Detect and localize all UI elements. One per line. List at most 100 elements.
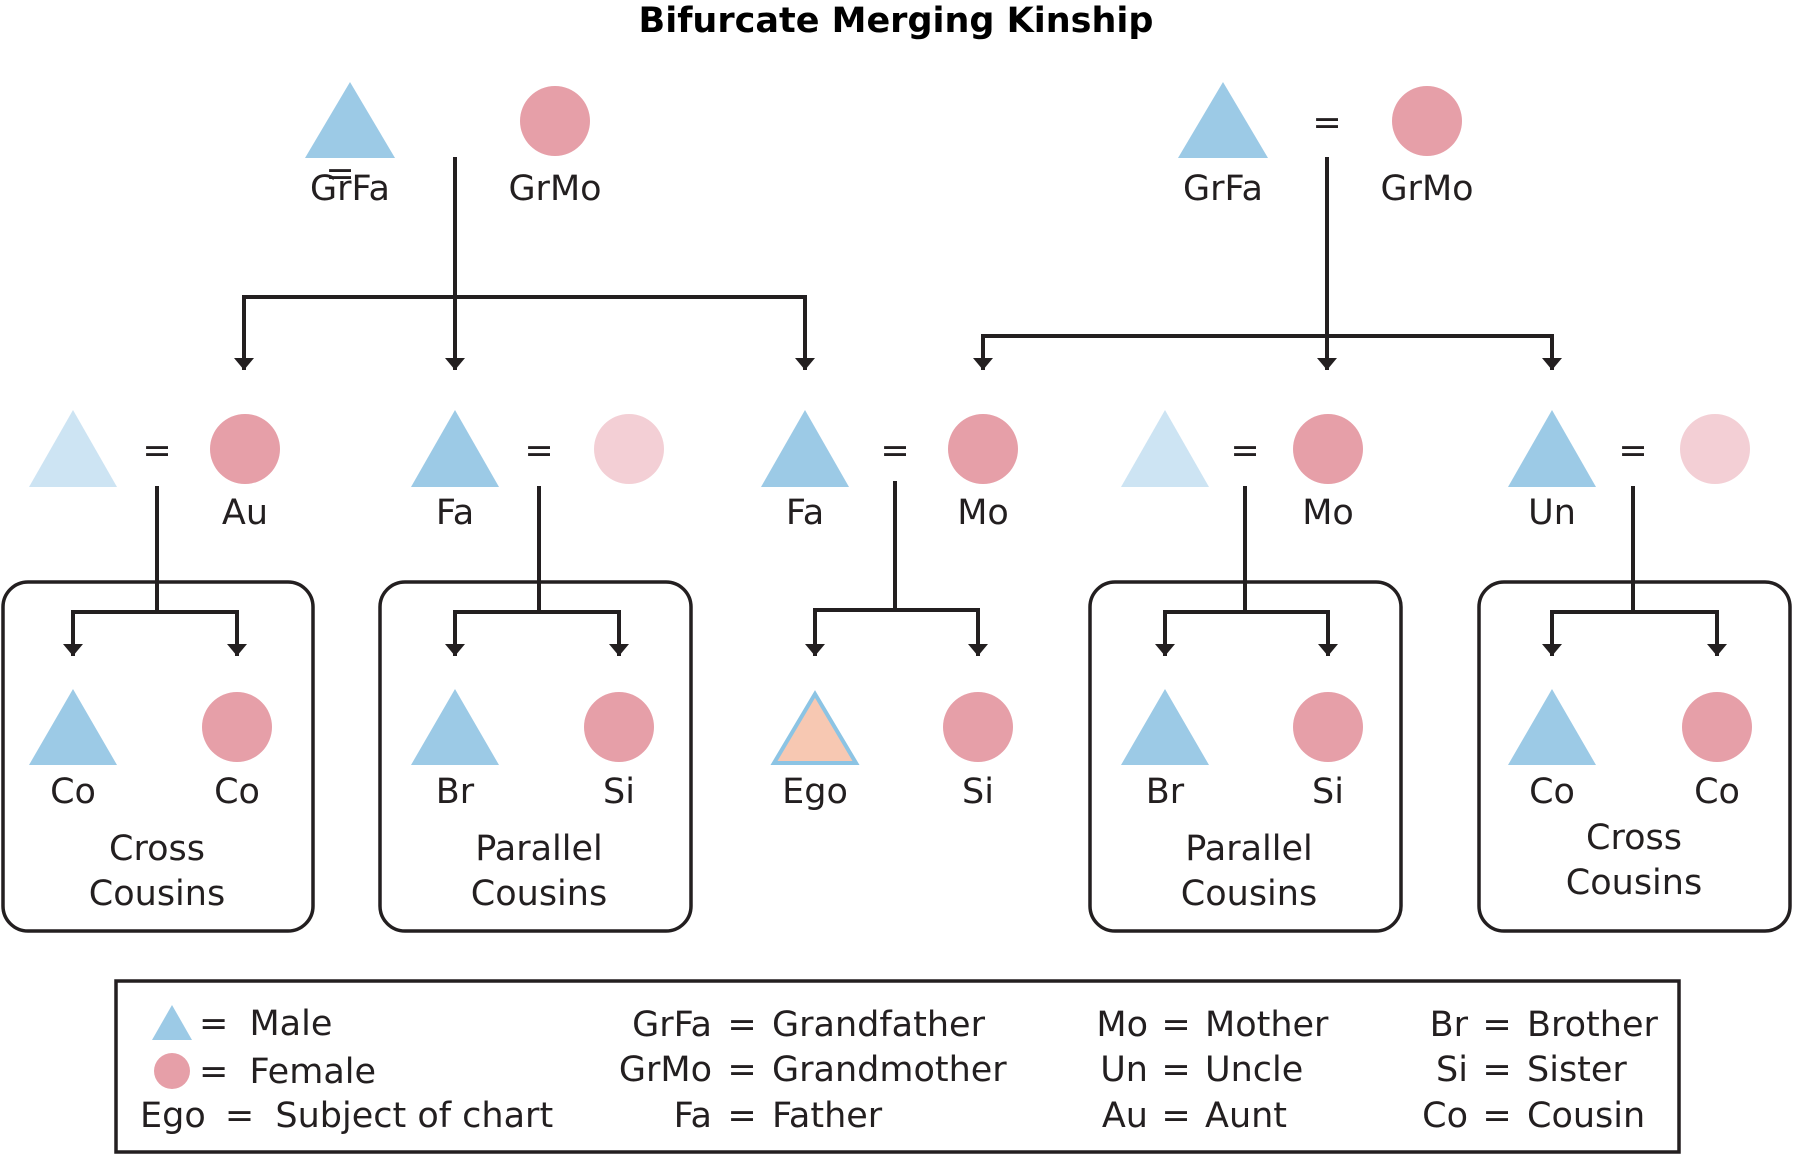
cousin-3-triangle-icon (1508, 689, 1596, 765)
legend-col1-row3-equals: = (225, 1096, 254, 1136)
label-mother-right: Mo (1302, 493, 1354, 533)
legend-col2-row1-key: GrFa (632, 1005, 712, 1045)
legend-col4-row2-equals: = (1482, 1050, 1511, 1090)
legend-col2-row1-value: Grandfather (772, 1005, 986, 1045)
legend-col3-row2-equals: = (1161, 1050, 1190, 1090)
legend-col2-row3-value: Father (772, 1096, 883, 1136)
group-1-label-line2: Cousins (89, 874, 225, 914)
label-child-g4-male: Br (1146, 772, 1185, 812)
label-father-ego: Fa (786, 493, 824, 533)
legend-col4-row2-key: Si (1436, 1050, 1468, 1090)
label-child-g5-male: Co (1529, 772, 1575, 812)
legend-col4-row1-value: Brother (1527, 1005, 1658, 1045)
legend-col2-row3-equals: = (727, 1096, 756, 1136)
mother-ego-circle-icon (948, 414, 1018, 484)
label-ego-sister: Si (962, 772, 994, 812)
parent-equals-signs: = = = = = (142, 431, 1647, 471)
group-5-label-line1: Cross (1586, 818, 1682, 858)
aunt-circle-icon (210, 414, 280, 484)
legend-col4-row1-key: Br (1430, 1005, 1469, 1045)
grandparents-left-equals: = (325, 154, 354, 194)
diagram-title: Bifurcate Merging Kinship (639, 1, 1154, 41)
label-grfa-right: GrFa (1183, 169, 1263, 209)
father-left-triangle-icon (411, 410, 499, 487)
legend-col4-row3-key: Co (1422, 1096, 1468, 1136)
equals-couple-5: = (1618, 431, 1647, 471)
aunt-spouse-triangle-icon (29, 410, 117, 487)
legend-col4-row1-equals: = (1482, 1005, 1511, 1045)
equals-couple-1: = (142, 431, 171, 471)
grandparents-right-equals: = (1312, 103, 1341, 143)
grandfather-left-triangle-icon (305, 82, 395, 158)
legend-col4-row3-equals: = (1482, 1096, 1511, 1136)
legend-col2-row2-value: Grandmother (772, 1050, 1007, 1090)
label-uncle: Un (1528, 493, 1576, 533)
grandfather-right-triangle-icon (1178, 82, 1268, 158)
legend-col3-row3-value: Aunt (1205, 1096, 1287, 1136)
equals-couple-2: = (524, 431, 553, 471)
sister-left-circle-icon (584, 692, 654, 762)
legend-col1-row1-equals: = (199, 1004, 228, 1044)
legend-female-value: Female (249, 1052, 376, 1092)
group-box-2 (378, 580, 693, 933)
legend-male-value: Male (249, 1004, 332, 1044)
brother-right-triangle-icon (1121, 689, 1209, 765)
legend-col2-row2-key: GrMo (619, 1050, 712, 1090)
legend-col1-row2-equals: = (199, 1052, 228, 1092)
label-grfa-left: GrFa (310, 169, 390, 209)
label-ego: Ego (782, 772, 848, 812)
legend-male-triangle-icon (152, 1005, 192, 1040)
brother-left-triangle-icon (411, 689, 499, 765)
legend-col4-row2-value: Sister (1527, 1050, 1627, 1090)
group-1-label-line1: Cross (109, 829, 205, 869)
equals-couple-4: = (1230, 431, 1259, 471)
mother-right-circle-icon (1293, 414, 1363, 484)
uncle-triangle-icon (1508, 410, 1596, 487)
legend-ego-key: Ego (140, 1096, 206, 1136)
group-2-label-line1: Parallel (475, 829, 603, 869)
ego-sister-circle-icon (943, 692, 1013, 762)
label-child-g1-male: Co (50, 772, 96, 812)
label-child-g1-female: Co (214, 772, 260, 812)
uncle-spouse-circle-icon (1680, 414, 1750, 484)
label-father-left: Fa (436, 493, 474, 533)
legend-col3-row2-key: Un (1100, 1050, 1148, 1090)
legend-col2-row3-key: Fa (674, 1096, 712, 1136)
child-descent-lines (63, 481, 1727, 656)
legend-col3-row1-equals: = (1161, 1005, 1190, 1045)
legend-col1-row1: = Male (199, 1004, 332, 1044)
legend-col4-row3-value: Cousin (1527, 1096, 1645, 1136)
legend-col3-row1-value: Mother (1205, 1005, 1329, 1045)
legend-col1-row3: Ego = Subject of chart (140, 1096, 553, 1136)
legend-col3: Mo = Mother Un = Uncle Au = Aunt (1096, 1005, 1329, 1136)
equals-couple-3: = (880, 431, 909, 471)
label-mother-ego: Mo (957, 493, 1009, 533)
ego-triangle-icon (770, 690, 860, 765)
group-2-label-line2: Cousins (471, 874, 607, 914)
father-ego-triangle-icon (761, 410, 849, 487)
group-4-label-line1: Parallel (1185, 829, 1313, 869)
right-descent-lines (973, 157, 1562, 370)
legend-box (114, 979, 1681, 1154)
legend-col2: GrFa = Grandfather GrMo = Grandmother Fa… (619, 1005, 1007, 1136)
group-5-label-line2: Cousins (1566, 863, 1702, 903)
label-child-g5-female: Co (1694, 772, 1740, 812)
legend-col1-row2: = Female (199, 1052, 376, 1092)
label-grmo-left: GrMo (508, 169, 601, 209)
legend-col3-row3-key: Au (1102, 1096, 1148, 1136)
father-spouse-circle-icon (594, 414, 664, 484)
cousin-2-circle-icon (202, 692, 272, 762)
legend-col2-row1-equals: = (727, 1005, 756, 1045)
sister-right-circle-icon (1293, 692, 1363, 762)
legend-col4: Br = Brother Si = Sister Co = Cousin (1422, 1005, 1658, 1136)
legend-col3-row2-value: Uncle (1205, 1050, 1303, 1090)
label-child-g4-female: Si (1312, 772, 1344, 812)
legend-female-circle-icon (154, 1053, 190, 1089)
mother-right-spouse-triangle-icon (1121, 410, 1209, 487)
legend-col2-row2-equals: = (727, 1050, 756, 1090)
group-4-label-line2: Cousins (1181, 874, 1317, 914)
legend-col3-row3-equals: = (1161, 1096, 1190, 1136)
legend-ego-value: Subject of chart (275, 1096, 553, 1136)
grandmother-left-circle-icon (520, 86, 590, 156)
